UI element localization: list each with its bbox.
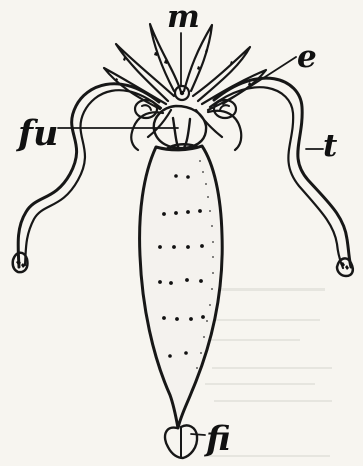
label-e: e <box>297 42 317 73</box>
label-t: t <box>323 131 337 162</box>
mantle <box>140 146 223 458</box>
label-fi: fi <box>206 422 231 456</box>
label-fu: fu <box>18 116 59 151</box>
label-m: m <box>167 2 200 33</box>
